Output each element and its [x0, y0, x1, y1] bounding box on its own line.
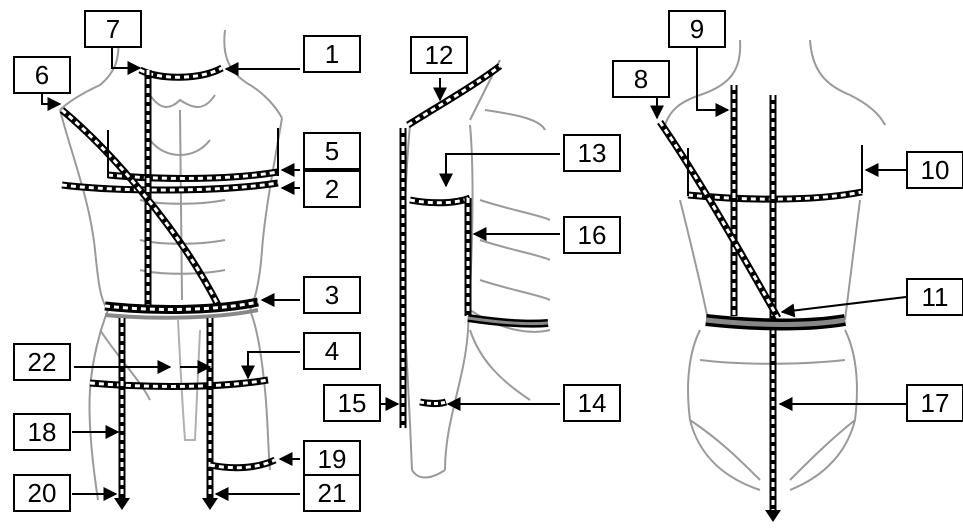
side-figure-outline — [402, 59, 551, 479]
back-figure-outline — [664, 39, 886, 491]
leader-arrows — [41, 46, 907, 501]
label-10: 10 — [906, 151, 963, 189]
tick-marks — [107, 128, 863, 196]
label-22: 22 — [13, 343, 71, 381]
label-2: 2 — [303, 170, 361, 208]
label-16: 16 — [563, 216, 621, 254]
front-figure-outline — [59, 29, 283, 501]
label-6: 6 — [13, 56, 71, 94]
label-12: 12 — [410, 36, 468, 74]
label-3: 3 — [303, 276, 361, 314]
tape-measures — [59, 63, 863, 510]
label-17: 17 — [906, 384, 963, 422]
label-21: 21 — [303, 474, 361, 512]
label-20: 20 — [13, 474, 71, 512]
label-8: 8 — [612, 60, 670, 98]
label-7: 7 — [84, 10, 142, 48]
label-18: 18 — [13, 413, 71, 451]
label-9: 9 — [668, 10, 726, 48]
label-11: 11 — [906, 278, 963, 316]
tape-end-arrows — [114, 498, 781, 522]
label-19: 19 — [303, 440, 361, 478]
label-5: 5 — [303, 132, 361, 170]
label-13: 13 — [563, 134, 621, 172]
label-14: 14 — [563, 384, 621, 422]
label-1: 1 — [303, 35, 361, 73]
label-15: 15 — [323, 384, 381, 422]
label-4: 4 — [303, 332, 361, 370]
